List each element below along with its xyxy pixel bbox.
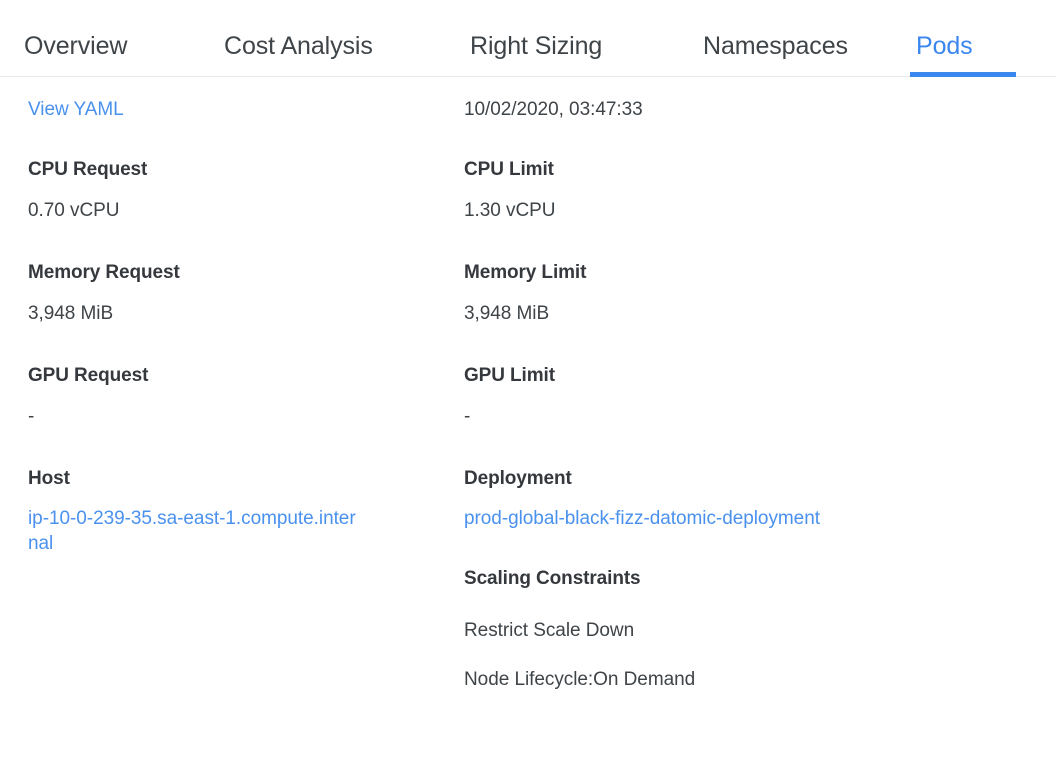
tab-right-sizing[interactable]: Right Sizing <box>464 0 697 76</box>
field-gpu-request: GPU Request - <box>28 364 428 429</box>
gpu-limit-value: - <box>464 406 471 427</box>
field-timestamp: 10/02/2020, 03:47:33 <box>464 97 884 122</box>
field-gpu-limit: GPU Limit - <box>464 364 884 429</box>
field-host: Host ip-10-0-239-35.sa-east-1.compute.in… <box>28 467 428 556</box>
tab-overview[interactable]: Overview <box>18 0 218 76</box>
memory-limit-value: 3,948 MiB <box>464 303 550 324</box>
host-link[interactable]: ip-10-0-239-35.sa-east-1.compute.interna… <box>28 508 356 554</box>
scaling-constraint-restrict-scale-down: Restrict Scale Down <box>464 620 635 641</box>
tab-pods[interactable]: Pods <box>872 0 1022 77</box>
cpu-request-value: 0.70 vCPU <box>28 200 120 221</box>
cpu-request-label: CPU Request <box>28 159 148 180</box>
tab-namespaces[interactable]: Namespaces <box>697 0 872 76</box>
scaling-constraint-node-lifecycle: Node Lifecycle:On Demand <box>464 669 696 690</box>
field-cpu-limit: CPU Limit 1.30 vCPU <box>464 158 884 223</box>
gpu-limit-label: GPU Limit <box>464 365 555 386</box>
cpu-limit-value: 1.30 vCPU <box>464 200 556 221</box>
field-cpu-request: CPU Request 0.70 vCPU <box>28 158 428 223</box>
tab-cost-analysis[interactable]: Cost Analysis <box>218 0 464 76</box>
gpu-request-label: GPU Request <box>28 365 149 386</box>
host-label: Host <box>28 468 70 489</box>
view-yaml-link[interactable]: View YAML <box>28 99 124 120</box>
deployment-link[interactable]: prod-global-black-fizz-datomic-deploymen… <box>464 508 820 529</box>
detail-column-right: 10/02/2020, 03:47:33 CPU Limit 1.30 vCPU… <box>464 77 884 692</box>
cpu-limit-label: CPU Limit <box>464 159 554 180</box>
field-memory-request: Memory Request 3,948 MiB <box>28 261 428 326</box>
pod-detail-panel: View YAML CPU Request 0.70 vCPU Memory R… <box>0 77 1056 758</box>
gpu-request-value: - <box>28 406 35 427</box>
tab-list: Overview Cost Analysis Right Sizing Name… <box>0 0 1056 77</box>
field-memory-limit: Memory Limit 3,948 MiB <box>464 261 884 326</box>
field-view-yaml: View YAML <box>28 97 428 122</box>
memory-limit-label: Memory Limit <box>464 262 587 283</box>
scaling-constraints-label: Scaling Constraints <box>464 568 641 589</box>
field-deployment: Deployment prod-global-black-fizz-datomi… <box>464 467 884 531</box>
deployment-label: Deployment <box>464 468 572 489</box>
detail-column-left: View YAML CPU Request 0.70 vCPU Memory R… <box>28 77 428 556</box>
memory-request-label: Memory Request <box>28 262 180 283</box>
memory-request-value: 3,948 MiB <box>28 303 114 324</box>
tab-bar: Overview Cost Analysis Right Sizing Name… <box>0 0 1056 77</box>
field-scaling-constraints: Scaling Constraints Restrict Scale Down … <box>464 567 884 692</box>
timestamp-value: 10/02/2020, 03:47:33 <box>464 99 643 120</box>
